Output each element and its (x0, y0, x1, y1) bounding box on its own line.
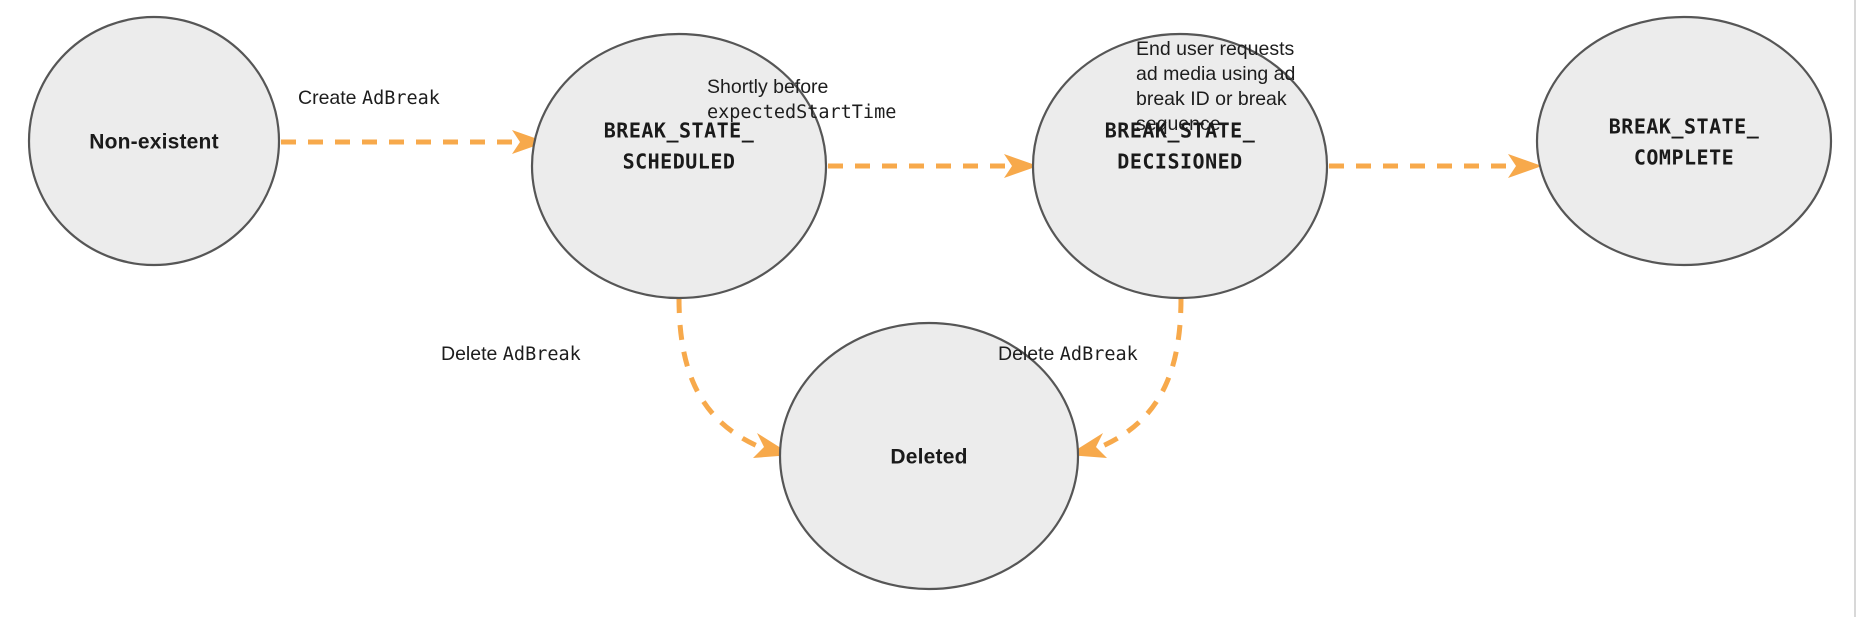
node-non-existent[interactable]: Non-existent (27, 15, 281, 267)
edge-label-shortly-before: Shortly before expectedStartTime (707, 76, 896, 123)
node-break-state-complete-label-line1: BREAK_STATE_ (1609, 115, 1760, 139)
edge-label-create-adbreak: Create AdBreak (298, 87, 440, 109)
edge-label-delete-from-decisioned-word-mono: AdBreak (1060, 344, 1138, 365)
edge-label-delete-adbreak-from-decisioned: Delete AdBreak (998, 343, 1138, 365)
node-break-state-decisioned-shape (1031, 32, 1329, 300)
node-deleted-label: Deleted (890, 446, 967, 469)
edge-end-user-requests-arrowhead (1508, 154, 1542, 178)
edge-label-end-user-requests-line3: break ID or break (1136, 88, 1287, 110)
node-break-state-scheduled-shape (530, 32, 828, 300)
edge-shortly-before-arrowhead (1004, 154, 1038, 178)
edge-create-adbreak-arrowhead (512, 130, 546, 154)
node-break-state-decisioned-label-line1: BREAK_STATE_ (1105, 119, 1256, 143)
node-deleted-shape (778, 321, 1080, 591)
edge-label-end-user-requests-line1: End user requests (1136, 38, 1295, 60)
edge-label-delete-from-scheduled-word-mono: AdBreak (503, 344, 581, 365)
node-break-state-complete-shape (1535, 15, 1833, 267)
edge-delete-from-scheduled-line (676, 297, 763, 451)
edge-label-create-adbreak-word-mono: AdBreak (362, 88, 440, 109)
node-non-existent-label: Non-existent (89, 131, 219, 154)
node-break-state-scheduled-label-line1: BREAK_STATE_ (604, 119, 755, 143)
edge-end-user-requests-ad-media[interactable] (1329, 154, 1542, 178)
node-break-state-complete[interactable]: BREAK_STATE_ COMPLETE (1535, 15, 1833, 267)
node-break-state-decisioned-label-line2: DECISIONED (1117, 150, 1242, 174)
edge-delete-adbreak-from-decisioned[interactable] (1068, 297, 1184, 458)
node-non-existent-shape (27, 15, 281, 267)
edge-label-delete-from-scheduled-text: Delete AdBreak (441, 343, 581, 365)
edge-label-delete-adbreak-from-scheduled: Delete AdBreak (441, 343, 581, 365)
edge-label-shortly-before-line1: Shortly before (707, 76, 828, 98)
edge-label-delete-from-decisioned-word-sans: Delete (998, 343, 1060, 365)
edge-label-end-user-requests-line2: ad media using ad (1136, 63, 1295, 85)
page-right-edge-rule (1854, 0, 1856, 617)
edge-create-adbreak[interactable] (281, 130, 546, 154)
edge-label-delete-from-decisioned-text: Delete AdBreak (998, 343, 1138, 365)
edge-delete-adbreak-from-scheduled[interactable] (676, 297, 792, 458)
node-break-state-decisioned[interactable]: BREAK_STATE_ DECISIONED (1031, 32, 1329, 300)
node-break-state-scheduled-label-line2: SCHEDULED (623, 150, 736, 174)
edge-label-end-user-requests-line4: sequence (1136, 113, 1221, 135)
edge-delete-from-decisioned-line (1097, 297, 1184, 451)
edge-label-create-adbreak-word-sans: Create (298, 87, 362, 109)
edge-shortly-before-expectedstarttime[interactable] (828, 154, 1038, 178)
edge-label-expectedstarttime-line2: expectedStartTime (707, 102, 896, 123)
edge-label-create-adbreak-text: Create AdBreak (298, 87, 440, 109)
node-deleted[interactable]: Deleted (778, 321, 1080, 591)
node-break-state-scheduled[interactable]: BREAK_STATE_ SCHEDULED (530, 32, 828, 300)
edge-label-end-user-requests: End user requests ad media using ad brea… (1136, 38, 1295, 135)
edge-label-delete-from-scheduled-word-sans: Delete (441, 343, 503, 365)
node-break-state-complete-label-line2: COMPLETE (1634, 146, 1734, 170)
